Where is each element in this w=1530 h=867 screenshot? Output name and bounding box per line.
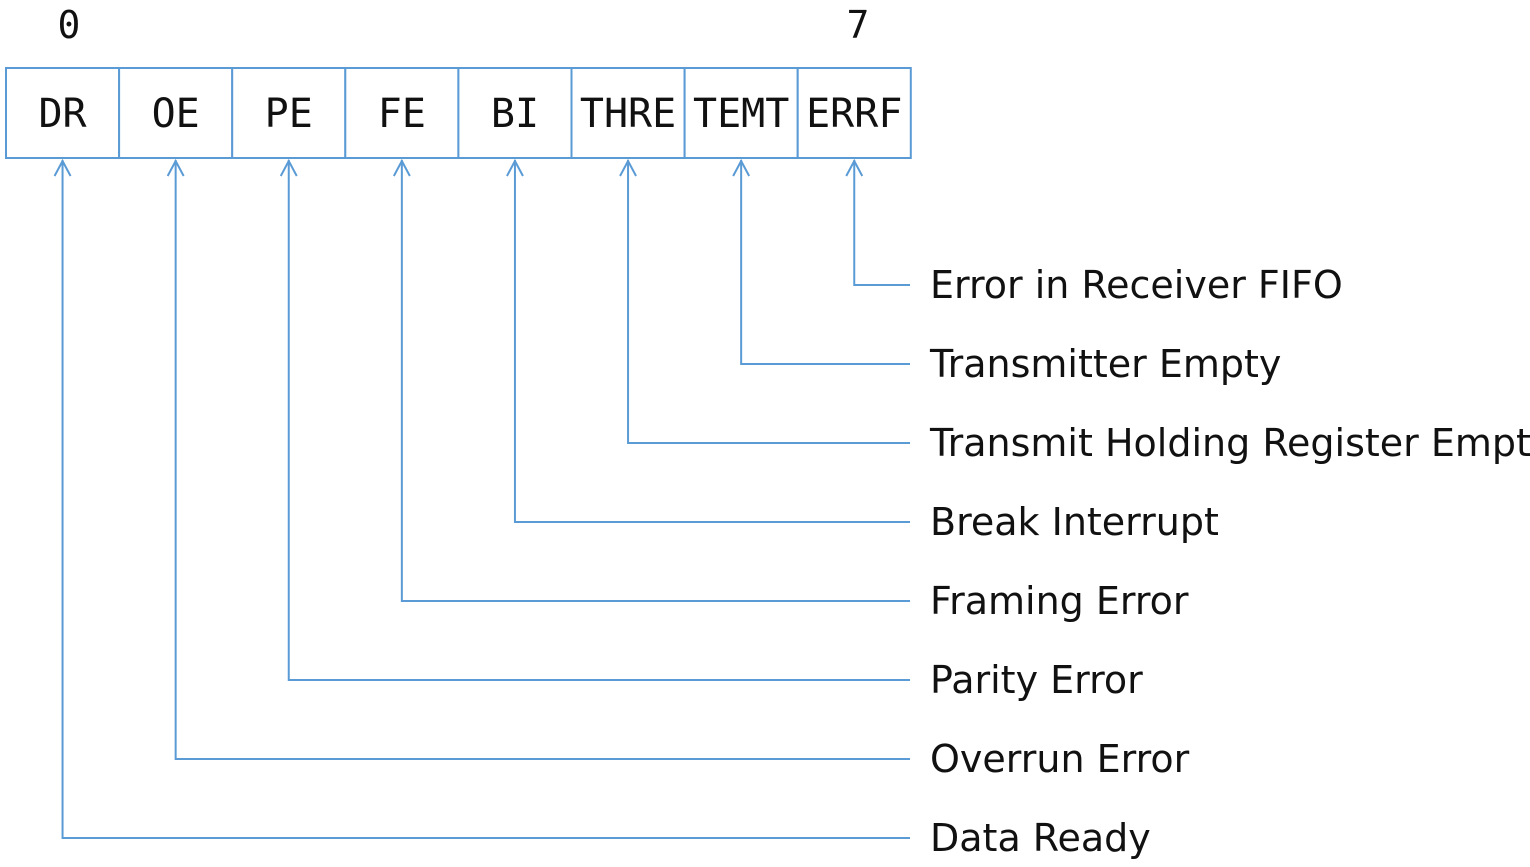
field-descriptions: Data Ready Overrun Error Parity Error Frami… <box>929 263 1530 860</box>
field-abbr-pe: PE <box>265 91 313 137</box>
leader-line-pe <box>287 160 910 681</box>
leader-line-bi <box>513 160 910 523</box>
arrow-up-icon <box>279 158 298 177</box>
field-abbr-oe: OE <box>152 91 200 137</box>
field-description-errf: Error in Receiver FIFO <box>930 263 1343 307</box>
register-cell-temt <box>683 67 799 159</box>
field-description-temt: Transmitter Empty <box>929 342 1281 386</box>
arrow-up-icon <box>732 158 751 177</box>
field-abbr-temt: TEMT <box>693 91 789 137</box>
arrow-up-icon <box>166 158 185 177</box>
field-description-dr: Data Ready <box>930 816 1151 860</box>
leader-line-thre <box>627 160 910 444</box>
field-abbr-bi: BI <box>491 91 539 137</box>
leader-line-fe <box>400 160 910 602</box>
register-cell-dr <box>5 67 121 159</box>
arrow-up-icon <box>53 158 72 177</box>
field-description-oe: Overrun Error <box>930 737 1190 781</box>
leader-line-dr <box>61 160 910 839</box>
field-description-pe: Parity Error <box>930 658 1143 702</box>
register-cell-oe <box>118 67 234 159</box>
field-description-bi: Break Interrupt <box>930 500 1219 544</box>
register-cell-bi <box>457 67 573 159</box>
field-description-fe: Framing Error <box>930 579 1189 623</box>
register-cell-thre <box>570 67 686 159</box>
leader-lines <box>53 158 910 839</box>
field-description-thre: Transmit Holding Register Empty <box>929 421 1530 465</box>
arrow-up-icon <box>506 158 524 177</box>
bit-index-low: 0 <box>58 3 81 47</box>
arrow-up-icon <box>392 158 411 177</box>
leader-line-errf <box>853 160 910 286</box>
bit-index-high: 7 <box>847 3 870 47</box>
register-cells: DR OE PE FE BI THRE TEMT ERRF <box>5 67 912 159</box>
field-abbr-fe: FE <box>378 91 426 137</box>
field-abbr-errf: ERRF <box>806 91 902 137</box>
field-abbr-thre: THRE <box>580 91 676 137</box>
leader-line-temt <box>740 160 910 365</box>
arrow-up-icon <box>845 158 864 177</box>
leader-line-oe <box>174 160 910 760</box>
field-abbr-dr: DR <box>38 91 87 137</box>
register-cell-pe <box>231 67 347 159</box>
register-cell-errf <box>796 67 912 159</box>
arrow-up-icon <box>619 158 637 177</box>
